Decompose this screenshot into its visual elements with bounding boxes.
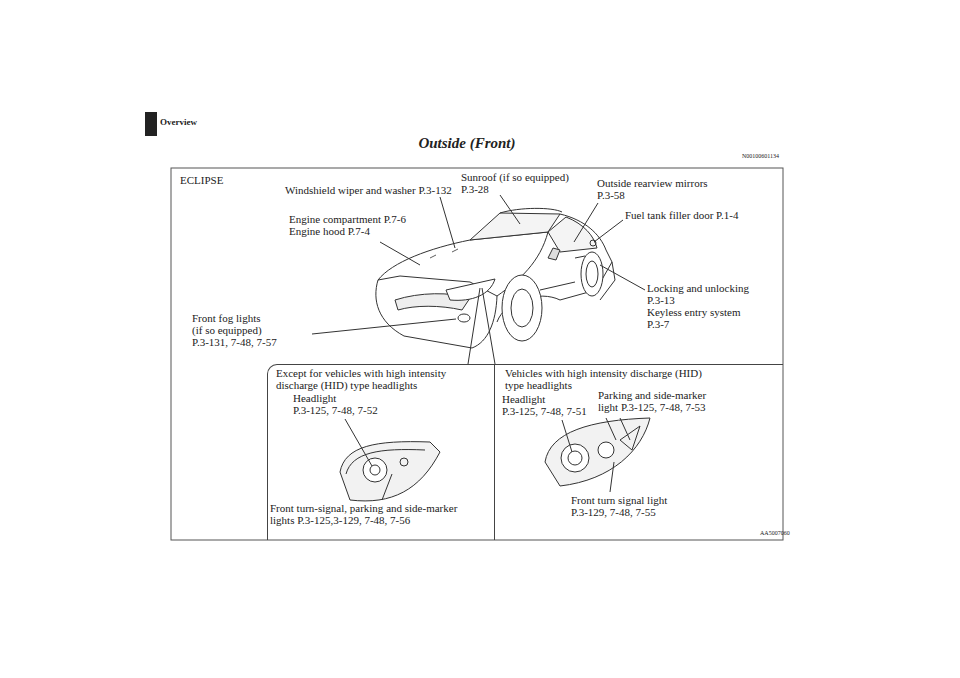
callout: Outside rearview mirrors P.3-58 bbox=[597, 177, 708, 201]
section-header: Overview bbox=[160, 117, 197, 127]
callout: Sunroof (if so equipped) P.3-28 bbox=[461, 171, 569, 195]
callout: Headlight P.3-125, 7-48, 7-51 bbox=[502, 393, 587, 417]
figure-panel: ECLIPSE Except for vehicles with high int… bbox=[171, 168, 783, 540]
page-title: Outside (Front) bbox=[330, 135, 604, 152]
doc-code: N00100601134 bbox=[742, 153, 779, 160]
page-tab bbox=[145, 112, 157, 136]
callout: Front fog lights (if so equipped) P.3-13… bbox=[192, 312, 277, 348]
model-name: ECLIPSE bbox=[180, 174, 223, 186]
callout: Fuel tank filler door P.1-4 bbox=[625, 209, 738, 221]
panel-heading: Vehicles with high intensity discharge (… bbox=[505, 367, 702, 391]
callout: Keyless entry system P.3-7 bbox=[647, 306, 741, 330]
leader-line bbox=[312, 195, 645, 500]
figure-code: AA5007060 bbox=[760, 530, 790, 537]
headlight-inset bbox=[340, 418, 650, 501]
callout: Front turn-signal, parking and side-mark… bbox=[270, 502, 457, 526]
callout: Parking and side-marker light P.3-125, 7… bbox=[598, 389, 706, 413]
callout: Windshield wiper and washer P.3-132 bbox=[285, 184, 452, 196]
callout: Engine hood P.7-4 bbox=[289, 225, 370, 237]
panel-heading: Except for vehicles with high intensity … bbox=[276, 367, 446, 391]
callout: Front turn signal light P.3-129, 7-48, 7… bbox=[571, 494, 667, 518]
car-outline bbox=[376, 208, 615, 348]
figure-frame bbox=[171, 168, 783, 540]
callout: Engine compartment P.7-6 bbox=[289, 213, 406, 225]
callout: Headlight P.3-125, 7-48, 7-52 bbox=[293, 392, 378, 416]
callout: Locking and unlocking P.3-13 bbox=[647, 282, 749, 306]
